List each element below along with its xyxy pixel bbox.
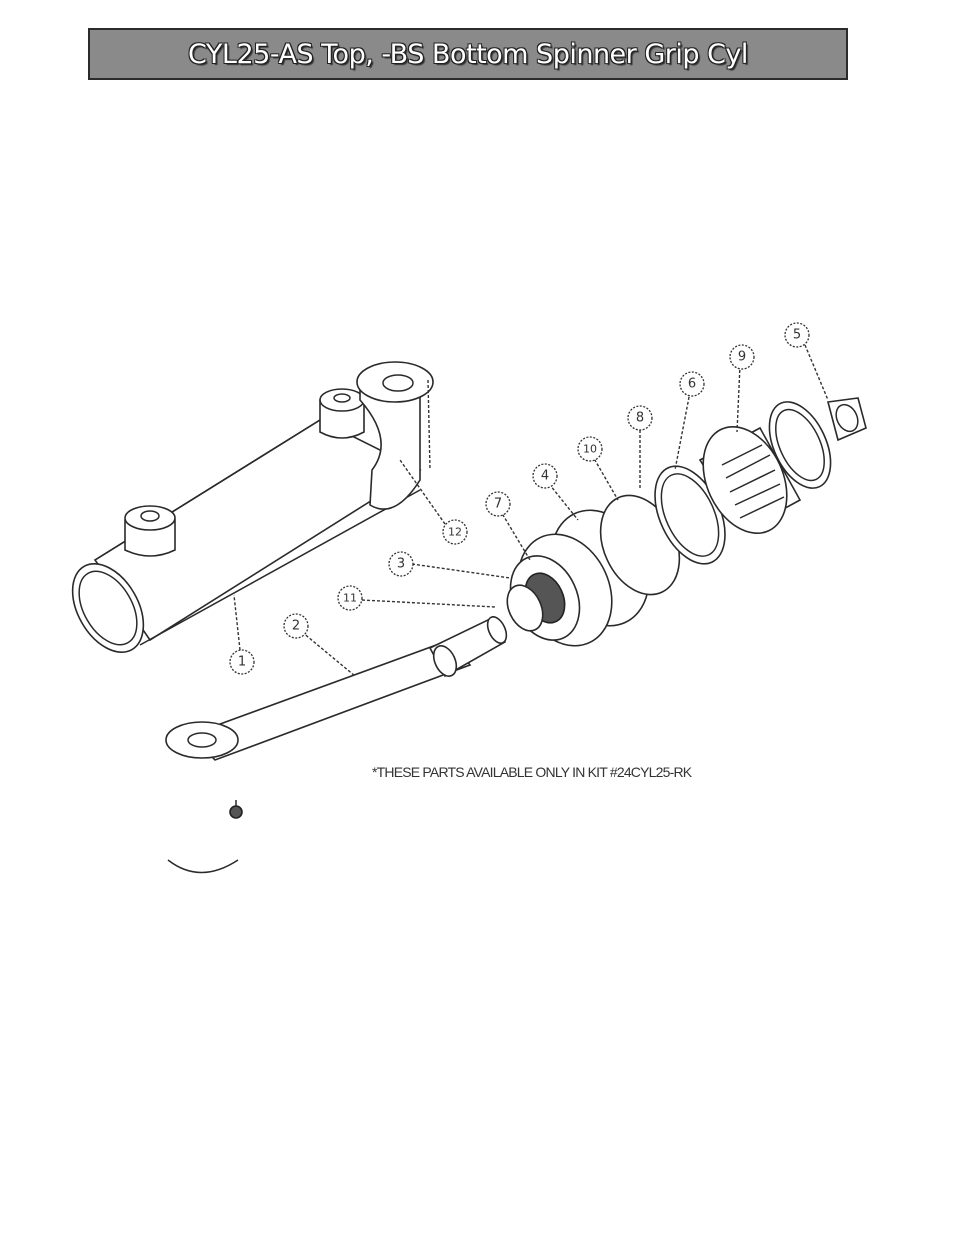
callout-label: 2 xyxy=(292,619,300,634)
callout-label: 5 xyxy=(793,328,801,343)
gland-assembly xyxy=(698,397,867,535)
callout-label: 8 xyxy=(636,411,644,426)
piston-rod xyxy=(165,616,508,874)
callout-label: 10 xyxy=(583,443,597,456)
callout-label: 4 xyxy=(541,469,549,484)
callout-11: 11 xyxy=(337,585,363,611)
title-bar: CYL25-AS Top, -BS Bottom Spinner Grip Cy… xyxy=(88,28,848,80)
callout-3: 3 xyxy=(388,551,414,577)
callout-7: 7 xyxy=(485,491,511,517)
callout-5: 5 xyxy=(784,322,810,348)
page-title: CYL25-AS Top, -BS Bottom Spinner Grip Cy… xyxy=(188,38,748,70)
callout-8: 8 xyxy=(627,405,653,431)
callout-label: 6 xyxy=(688,377,696,392)
callout-label: 11 xyxy=(343,592,357,605)
cylinder-barrel xyxy=(71,361,434,653)
callout-label: 9 xyxy=(738,350,746,365)
callout-2: 2 xyxy=(283,613,309,639)
piston-assembly xyxy=(506,465,726,647)
kit-note: *THESE PARTS AVAILABLE ONLY IN KIT #24CY… xyxy=(372,764,693,780)
callout-6: 6 xyxy=(679,371,705,397)
callout-1: 1 xyxy=(229,649,255,675)
callout-label: 1 xyxy=(238,655,246,670)
callout-label: 7 xyxy=(494,497,502,512)
callout-label: 3 xyxy=(397,557,405,572)
callout-10: 10 xyxy=(577,436,603,462)
callout-9: 9 xyxy=(729,344,755,370)
callout-4: 4 xyxy=(532,463,558,489)
leader-lines xyxy=(233,344,829,677)
callout-12: 12 xyxy=(442,519,468,545)
callout-label: 12 xyxy=(448,526,462,539)
